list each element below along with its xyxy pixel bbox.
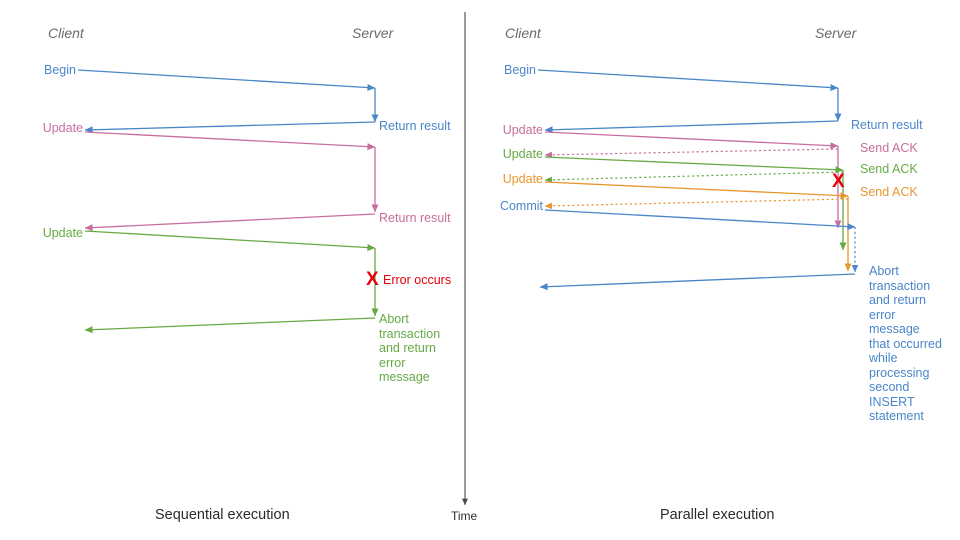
label-parallel-send-ack-1: Send ACK	[860, 141, 918, 155]
msg-parallel-update-2-arrow	[544, 156, 844, 174]
panel-sequential-server-header: Server	[352, 25, 394, 41]
label-parallel-update-3: Update	[502, 172, 543, 186]
msg-parallel-send-ack-2-arrow	[544, 171, 844, 184]
msg-parallel-begin-arrow	[537, 69, 839, 92]
panel-sequential-caption: Sequential execution	[155, 507, 290, 523]
msg-parallel-send-ack-3-arrow	[544, 198, 849, 210]
msg-sequential-return-result-2-arrow	[84, 213, 376, 232]
label-sequential-update-1: Update	[42, 121, 83, 135]
label-parallel-send-ack-2: Send ACK	[860, 162, 918, 176]
panel-parallel-server-header: Server	[815, 25, 857, 41]
label-parallel-return-result: Return result	[851, 118, 923, 132]
msg-sequential-begin-arrow	[77, 69, 376, 92]
msg-parallel-commit-arrow	[544, 209, 856, 231]
panel-sequential-client-header: Client	[48, 25, 84, 41]
msg-parallel-return-result-arrow	[544, 120, 839, 134]
label-parallel-send-ack-3: Send ACK	[860, 185, 918, 199]
msg-parallel-abort-return-arrow	[539, 273, 856, 291]
label-parallel-abort-return: Abort transaction and return error messa…	[869, 264, 942, 423]
label-sequential-begin: Begin	[44, 63, 76, 77]
time-axis-label: Time	[451, 509, 478, 523]
msg-parallel-update-1-arrow	[544, 131, 839, 150]
label-sequential-return-result-1: Return result	[379, 119, 451, 133]
label-parallel-update-2: Update	[502, 147, 543, 161]
msg-parallel-update-3-arrow	[544, 181, 849, 200]
error-x-icon-sequential: X	[366, 269, 379, 290]
label-parallel-commit: Commit	[499, 199, 543, 213]
label-sequential-update-2: Update	[42, 226, 83, 240]
msg-sequential-update-1-arrow	[84, 131, 376, 151]
msg-parallel-send-ack-1-arrow	[544, 148, 839, 159]
error-x-icon-parallel: X	[832, 171, 845, 192]
msg-sequential-abort-return-arrow	[84, 317, 376, 334]
label-sequential-abort-return: Abort transaction and return error messa…	[379, 312, 441, 384]
panel-parallel-caption: Parallel execution	[660, 507, 775, 523]
msg-sequential-return-result-1-arrow	[84, 121, 376, 134]
label-parallel-update-1: Update	[502, 123, 543, 137]
msg-sequential-update-2-arrow	[84, 230, 376, 252]
label-sequential-return-result-2: Return result	[379, 211, 451, 225]
label-parallel-begin: Begin	[504, 63, 536, 77]
panel-parallel-client-header: Client	[505, 25, 541, 41]
error-label-sequential: Error occurs	[383, 273, 452, 287]
